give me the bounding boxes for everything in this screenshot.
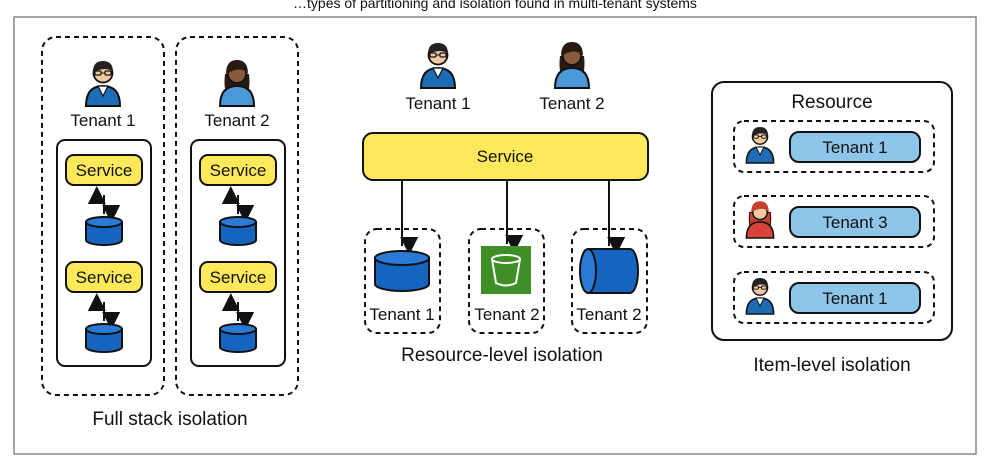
resource-dashed-box bbox=[364, 228, 441, 334]
user-redhair-icon bbox=[745, 200, 775, 239]
database-icon bbox=[374, 250, 430, 292]
tenant-1-label: Tenant 1 bbox=[70, 111, 135, 130]
horizontal-cylinder-icon bbox=[579, 248, 639, 294]
service-label: Service bbox=[210, 161, 267, 180]
tenant-1-stack-box bbox=[56, 139, 152, 367]
tenant-1-dashed-box bbox=[41, 36, 165, 396]
tenant-2-stack-box bbox=[190, 139, 286, 367]
tenant-2-dashed-box bbox=[175, 36, 299, 396]
user-male-icon bbox=[420, 42, 456, 89]
user-female-icon bbox=[554, 41, 590, 89]
user-male-icon bbox=[85, 60, 121, 107]
service-box bbox=[65, 154, 143, 186]
database-icon bbox=[85, 323, 123, 353]
item-dashed-box bbox=[733, 195, 935, 248]
tenant-2-label: Tenant 2 bbox=[539, 94, 604, 113]
service-label: Service bbox=[76, 268, 133, 287]
diagram-frame bbox=[13, 16, 977, 455]
database-icon bbox=[85, 216, 123, 246]
database-icon bbox=[219, 323, 257, 353]
full-stack-section: Tenant 1 Service Service Tenant 2 Servic… bbox=[41, 36, 299, 430]
user-male-icon bbox=[745, 277, 775, 315]
tenant-pill-label: Tenant 1 bbox=[822, 289, 887, 308]
tenant-pill-label: Tenant 1 bbox=[822, 138, 887, 157]
user-female-icon bbox=[219, 59, 255, 107]
tenant-pill bbox=[789, 131, 921, 163]
item-level-caption: Item-level isolation bbox=[753, 355, 910, 376]
item-level-section: Resource Tenant 1 Tenant 3 Tenant 1 Item… bbox=[711, 81, 953, 376]
resource-title: Resource bbox=[791, 92, 872, 113]
resource-dashed-box bbox=[571, 228, 648, 334]
tenant-2-label: Tenant 2 bbox=[204, 111, 269, 130]
resource-level-section: Tenant 1 Tenant 2 Service Tenant 1 Tenan… bbox=[362, 41, 649, 366]
item-dashed-box bbox=[733, 271, 935, 324]
resource-label: Tenant 1 bbox=[369, 305, 434, 324]
service-box bbox=[199, 154, 277, 186]
resource-label: Tenant 2 bbox=[474, 305, 539, 324]
resource-dashed-box bbox=[468, 228, 545, 334]
service-box bbox=[65, 261, 143, 293]
shared-service-bar bbox=[362, 132, 649, 181]
resource-level-caption: Resource-level isolation bbox=[401, 345, 603, 366]
resource-container bbox=[711, 81, 953, 341]
tenant-1-label: Tenant 1 bbox=[405, 94, 470, 113]
s3-bucket-icon bbox=[481, 246, 531, 294]
resource-label: Tenant 2 bbox=[576, 305, 641, 324]
cropped-caption-fragment: …types of partitioning and isolation fou… bbox=[293, 0, 697, 11]
service-label: Service bbox=[210, 268, 267, 287]
tenant-pill bbox=[789, 282, 921, 314]
tenant-pill bbox=[789, 206, 921, 238]
full-stack-caption: Full stack isolation bbox=[92, 409, 247, 430]
service-label: Service bbox=[76, 161, 133, 180]
database-icon bbox=[219, 216, 257, 246]
tenant-pill-label: Tenant 3 bbox=[822, 213, 887, 232]
user-male-icon bbox=[745, 126, 775, 164]
service-label: Service bbox=[477, 147, 534, 166]
service-box bbox=[199, 261, 277, 293]
item-dashed-box bbox=[733, 120, 935, 173]
